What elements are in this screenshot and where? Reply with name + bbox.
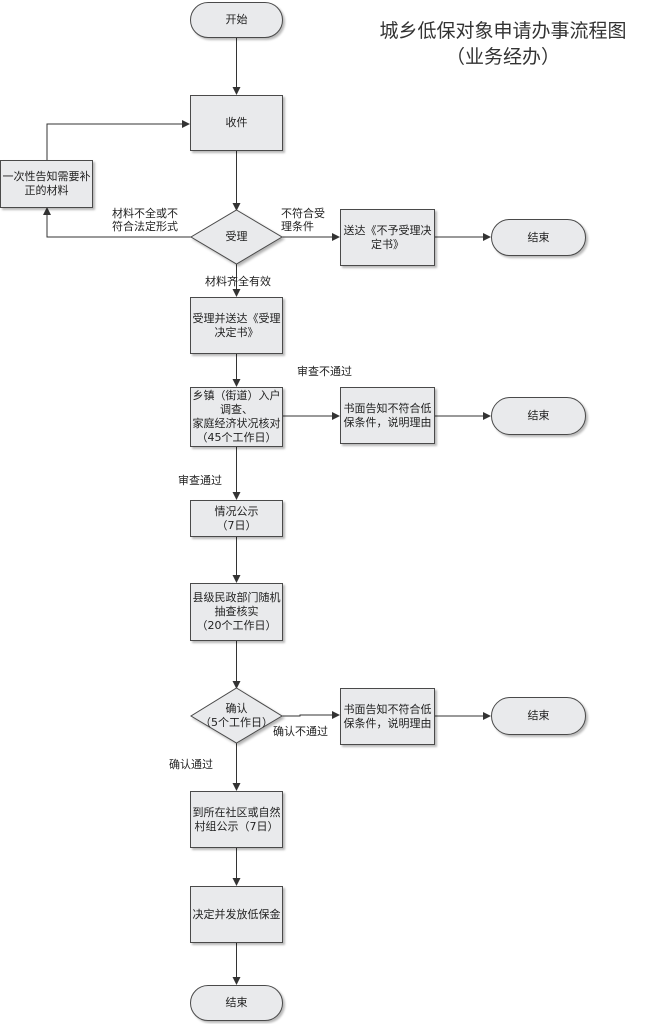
label-review-failed: 审查不通过 — [297, 365, 352, 378]
decision-accept-shape — [190, 209, 283, 265]
edge-notify-receive — [46, 120, 190, 160]
label-confirm-failed: 确认不通过 — [273, 725, 328, 738]
publicity-box: 情况公示 （7日） — [190, 500, 283, 537]
label-review-passed: 审查通过 — [178, 474, 222, 487]
label-confirm-passed: 确认通过 — [169, 758, 213, 771]
end-terminal-4: 结束 — [190, 985, 283, 1021]
deliver-reject-box: 送达《不予受理决 定书》 — [340, 209, 435, 266]
decision-accept-label: 受理 — [225, 230, 248, 243]
written-notice-box-1: 书面告知不符合低 保条件，说明理由 — [340, 387, 435, 444]
title-line1: 城乡低保对象申请办事流程图 — [379, 20, 627, 42]
label-incomplete: 材料不全或不 符合法定形式 — [112, 207, 178, 233]
label-complete: 材料齐全有效 — [205, 275, 271, 288]
title-line2: （业务经办） — [445, 46, 560, 68]
edge-confirm-notice2 — [282, 711, 340, 719]
start-terminal: 开始 — [190, 2, 283, 38]
end-terminal-3: 结束 — [491, 697, 586, 735]
issue-allowance-box: 决定并发放低保金 — [190, 886, 283, 943]
decision-confirm-shape — [190, 687, 283, 744]
diagram-title: 城乡低保对象申请办事流程图 （业务经办） — [360, 18, 646, 70]
label-not-eligible: 不符合受 理条件 — [281, 207, 325, 233]
notify-once-box: 一次性告知需要补 正的材料 — [0, 160, 93, 208]
decision-confirm-label: 确认 （5个工作日） — [200, 702, 273, 729]
end-terminal-1: 结束 — [491, 219, 586, 256]
county-check-box: 县级民政部门随机 抽查核实 （20个工作日） — [190, 583, 283, 641]
receive-box: 收件 — [190, 95, 283, 151]
written-notice-box-2: 书面告知不符合低 保条件，说明理由 — [340, 688, 435, 745]
deliver-accept-box: 受理并送达《受理 决定书》 — [190, 297, 283, 354]
edge-accept-notify — [43, 207, 191, 238]
community-publicity-box: 到所在社区或自然 村组公示（7日） — [190, 791, 283, 848]
household-survey-box: 乡镇（街道）入户 调查、 家庭经济状况核对 （45个工作日） — [190, 387, 283, 447]
end-terminal-2: 结束 — [491, 397, 586, 435]
